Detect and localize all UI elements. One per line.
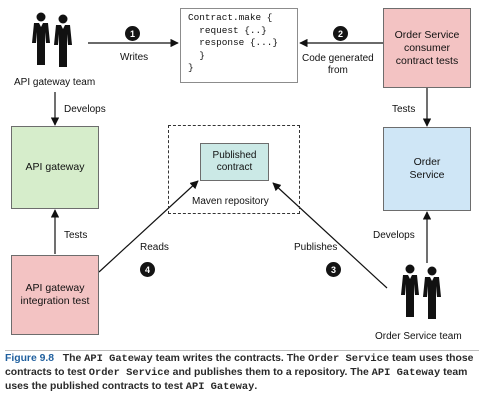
develops-left-label: Develops bbox=[64, 104, 106, 115]
code-line: Contract.make { bbox=[188, 12, 273, 23]
tests-left-label: Tests bbox=[64, 230, 88, 241]
writes-label: Writes bbox=[120, 52, 149, 63]
box-line: Service bbox=[409, 169, 445, 181]
order-service-box: Order Service bbox=[383, 127, 471, 211]
maven-repository-boundary bbox=[168, 125, 300, 214]
caption-text: team uses the published contracts to tes… bbox=[5, 367, 468, 393]
api-gateway-integration-test-box: API gateway integration test bbox=[11, 255, 99, 335]
api-gateway-box: API gateway bbox=[11, 126, 99, 209]
figure-caption: Figure 9.8 The API Gateway team writes t… bbox=[5, 352, 481, 395]
order-service-team-label: Order Service team bbox=[375, 331, 462, 342]
box-line: Order Service bbox=[394, 28, 460, 41]
code-line: response {...} bbox=[188, 37, 279, 48]
maven-repository-label: Maven repository bbox=[192, 196, 269, 207]
connector-layer bbox=[50, 38, 432, 289]
caption-text: team uses those contracts to test bbox=[5, 353, 474, 379]
develops-right-label: Develops bbox=[373, 230, 415, 241]
tests-right-label: Tests bbox=[392, 104, 416, 115]
reads-arrow bbox=[98, 180, 199, 273]
box-line: contract tests bbox=[395, 54, 459, 67]
step-badge-3: 3 bbox=[326, 262, 341, 277]
contract-code-box: Contract.make { request {..} response {.… bbox=[180, 8, 298, 83]
code-line: } bbox=[188, 49, 205, 61]
published-contract-box: Published contract bbox=[200, 143, 269, 181]
box-line: integration test bbox=[20, 295, 90, 307]
code-line: request {..} bbox=[188, 24, 267, 36]
caption-text: team writes the contracts. The bbox=[152, 353, 309, 364]
caption-code: API Gateway bbox=[84, 353, 153, 365]
step-badge-2: 2 bbox=[333, 26, 348, 41]
step-badge-4: 4 bbox=[140, 262, 155, 277]
caption-text: . bbox=[254, 381, 258, 393]
label-line: Code generated bbox=[302, 53, 374, 64]
code-generated-from-label: Code generated from bbox=[302, 53, 374, 77]
caption-text: The bbox=[62, 353, 85, 364]
api-gateway-team-label: API gateway team bbox=[14, 77, 96, 88]
label-line: from bbox=[327, 65, 348, 76]
code-line: } bbox=[188, 62, 194, 73]
reads-label: Reads bbox=[140, 242, 169, 253]
figure-label: Figure 9.8 bbox=[5, 353, 55, 364]
caption-code: Order Service bbox=[88, 367, 170, 380]
box-line: Published bbox=[212, 150, 257, 161]
caption-divider bbox=[5, 350, 479, 351]
api-gateway-label: API gateway bbox=[25, 161, 85, 173]
caption-code: Order Service bbox=[308, 353, 390, 365]
box-line: Order bbox=[413, 156, 441, 168]
publishes-arrow bbox=[272, 182, 388, 289]
contract-testing-diagram: API gateway team Order Service team Cont… bbox=[11, 8, 471, 342]
box-line: consumer bbox=[403, 41, 451, 54]
publishes-label: Publishes bbox=[294, 242, 338, 253]
order-service-consumer-contract-tests-box: Order Service consumer contract tests bbox=[383, 8, 471, 88]
caption-text: and publishes them to a repository. The bbox=[169, 367, 372, 379]
box-line: contract bbox=[216, 162, 253, 173]
step-badge-1: 1 bbox=[125, 26, 140, 41]
caption-code: API Gateway bbox=[371, 367, 441, 380]
box-line: API gateway bbox=[25, 282, 85, 294]
caption-code: API Gateway bbox=[185, 381, 255, 394]
